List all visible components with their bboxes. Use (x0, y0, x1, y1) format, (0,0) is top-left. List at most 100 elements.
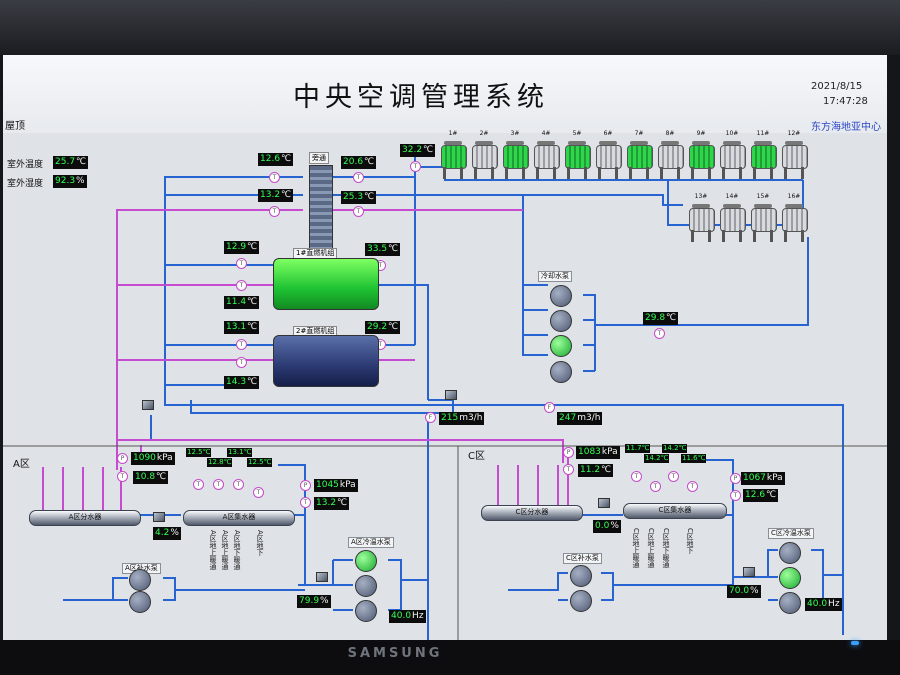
cooling-tower[interactable]: 6# (596, 130, 622, 181)
zone-c-chw-pump-label: C区冷温水泵 (768, 528, 814, 539)
temp-reading: 20.6℃ (341, 156, 377, 169)
cooling-tower[interactable]: 1# (441, 130, 467, 181)
temp-sensor-icon[interactable]: T (353, 206, 364, 217)
cooling-tower[interactable]: 14# (720, 193, 746, 244)
zone-a-valve2-open: 79.9% (297, 595, 331, 608)
cooling-tower[interactable]: 10# (720, 130, 746, 181)
cooling-tower[interactable]: 4# (534, 130, 560, 181)
branch-temp: 12.5℃ (247, 458, 273, 467)
temp-sensor-icon[interactable]: T (269, 172, 280, 183)
cooling-tower-number: 6# (603, 130, 613, 137)
cooling-tower[interactable]: 12# (782, 130, 808, 181)
zone-c-supply-header[interactable]: C区分水器 (481, 505, 583, 521)
temp-sensor-icon[interactable]: T (253, 487, 264, 498)
temp-sensor-icon[interactable]: T (631, 471, 642, 482)
cooling-tower[interactable]: 11# (751, 130, 777, 181)
zone-c-chw-pump-3[interactable] (779, 592, 801, 614)
temp-sensor-icon[interactable]: T (269, 206, 280, 217)
temp-sensor-icon[interactable]: T (193, 479, 204, 490)
temp-sensor-icon[interactable]: T (730, 490, 741, 501)
chiller-1[interactable] (273, 258, 379, 310)
temp-sensor-icon[interactable]: T (236, 339, 247, 350)
temp-sensor-icon[interactable]: T (668, 471, 679, 482)
date-display: 2021/8/15 (811, 81, 863, 92)
branch-temp: 14.2℃ (662, 444, 688, 453)
zone-c-chw-pump-2[interactable] (779, 567, 801, 589)
chiller-2[interactable] (273, 335, 379, 387)
monitor-brand-logo: SAMSUNG (347, 646, 443, 661)
zone-a-chw-pump-1[interactable] (355, 550, 377, 572)
zone-a-return-header[interactable]: A区集水器 (183, 510, 295, 526)
cooling-pump-3[interactable] (550, 335, 572, 357)
temp-sensor-icon[interactable]: T (117, 471, 128, 482)
zone-a-valve-open: 4.2% (153, 527, 181, 540)
cooling-tower[interactable]: 15# (751, 193, 777, 244)
cooling-tower-number: 8# (665, 130, 675, 137)
roof-section-label: 屋顶 (5, 121, 25, 132)
temp-sensor-icon[interactable]: T (213, 479, 224, 490)
cooling-tower[interactable]: 2# (472, 130, 498, 181)
temp-reading: 11.4℃ (224, 296, 260, 309)
cooling-pump-label: 冷却水泵 (538, 271, 572, 282)
valve-icon[interactable] (445, 390, 457, 400)
temp-sensor-icon[interactable]: T (233, 479, 244, 490)
temp-sensor-icon[interactable]: T (654, 328, 665, 339)
cooling-tower[interactable]: 3# (503, 130, 529, 181)
valve-icon[interactable] (316, 572, 328, 582)
zone-a-pressure-2: 1045kPa (314, 479, 358, 492)
temp-sensor-icon[interactable]: T (353, 172, 364, 183)
bypass-manifold[interactable] (309, 165, 333, 257)
branch-name: C区地上暖通 (647, 528, 655, 568)
valve-icon[interactable] (743, 567, 755, 577)
cooling-pump-2[interactable] (550, 310, 572, 332)
outdoor-humidity-label: 室外湿度 (7, 179, 44, 189)
branch-name: A区地上暖通 (209, 530, 217, 570)
pressure-sensor-icon[interactable]: P (117, 453, 128, 464)
temp-sensor-icon[interactable]: T (563, 464, 574, 475)
temp-sensor-icon[interactable]: T (236, 280, 247, 291)
temp-sensor-icon[interactable]: T (300, 497, 311, 508)
zone-a-chw-pump-2[interactable] (355, 575, 377, 597)
temp-sensor-icon[interactable]: T (236, 258, 247, 269)
zone-c-makeup-pump-2[interactable] (570, 590, 592, 612)
pressure-sensor-icon[interactable]: P (300, 480, 311, 491)
flow-2-value: 247m3/h (557, 412, 603, 425)
temp-sensor-icon[interactable]: T (410, 161, 421, 172)
outdoor-temp-value: 25.7℃ (53, 156, 89, 169)
cooling-tower[interactable]: 5# (565, 130, 591, 181)
branch-name: C区地上暖通 (632, 528, 640, 568)
outdoor-temp-label: 室外温度 (7, 160, 44, 170)
valve-icon[interactable] (153, 512, 165, 522)
zone-c-temp-2: 12.6℃ (743, 489, 779, 502)
cooling-tower[interactable]: 9# (689, 130, 715, 181)
temp-sensor-icon[interactable]: T (687, 481, 698, 492)
cooling-pump-1[interactable] (550, 285, 572, 307)
zone-a-chw-pump-3[interactable] (355, 600, 377, 622)
cooling-tower[interactable]: 16# (782, 193, 808, 244)
zone-a-makeup-pump-1[interactable] (129, 569, 151, 591)
zone-a-chw-pump-label: A区冷温水泵 (348, 537, 394, 548)
zone-c-makeup-pump-1[interactable] (570, 565, 592, 587)
flow-meter-icon[interactable]: F (425, 412, 436, 423)
zone-a-makeup-pump-2[interactable] (129, 591, 151, 613)
flow-meter-icon[interactable]: F (544, 402, 555, 413)
cooling-tower[interactable]: 8# (658, 130, 684, 181)
valve-icon[interactable] (598, 498, 610, 508)
zone-c-chw-pump-1[interactable] (779, 542, 801, 564)
zone-c-return-header[interactable]: C区集水器 (623, 503, 727, 519)
title-bar: 中央空调管理系统 2021/8/15 17:47:28 东方海地亚中心 (3, 55, 887, 133)
zone-a-supply-header[interactable]: A区分水器 (29, 510, 141, 526)
valve-icon[interactable] (142, 400, 154, 410)
pressure-sensor-icon[interactable]: P (563, 447, 574, 458)
cooling-pump-4[interactable] (550, 361, 572, 383)
temp-sensor-icon[interactable]: T (236, 357, 247, 368)
zone-a-label: A区 (13, 459, 30, 470)
cooling-tower-number: 12# (787, 130, 801, 137)
cooling-tower-number: 7# (634, 130, 644, 137)
temp-sensor-icon[interactable]: T (650, 481, 661, 492)
cooling-tower[interactable]: 7# (627, 130, 653, 181)
pressure-sensor-icon[interactable]: P (730, 473, 741, 484)
power-led-icon (851, 641, 859, 645)
branch-name: A区地上暖通 (221, 530, 229, 570)
cooling-tower[interactable]: 13# (689, 193, 715, 244)
